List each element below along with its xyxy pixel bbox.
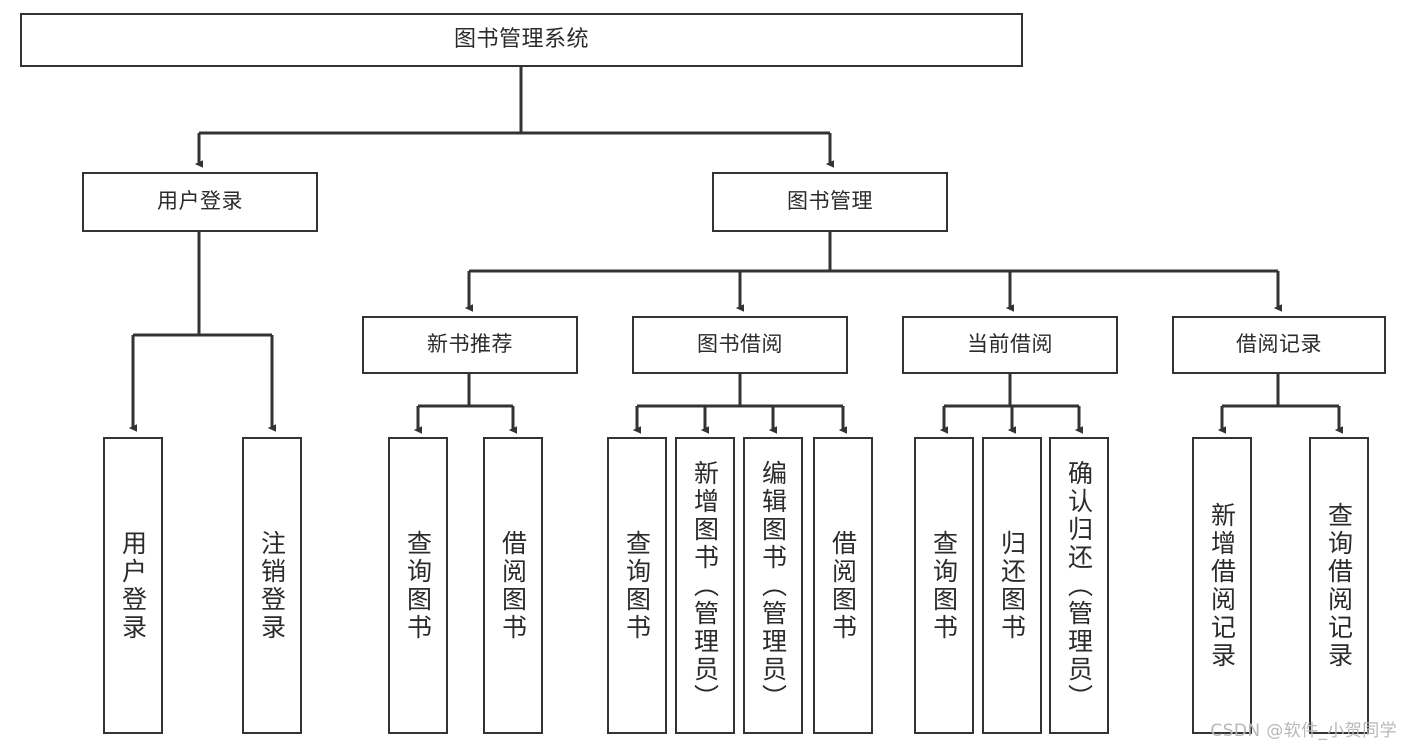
node-new-book-recommend[interactable]: 新书推荐 (362, 316, 578, 374)
node-user-login-label: 用户登录 (157, 189, 243, 214)
node-leaf-return-book[interactable]: 归还图书 (982, 437, 1042, 734)
node-leaf-borrow-book-2[interactable]: 借阅图书 (813, 437, 873, 734)
node-leaf-confirm-return-label: 确认归还（管理员） (1064, 459, 1094, 712)
node-leaf-add-record-label: 新增借阅记录 (1207, 501, 1237, 670)
node-current-borrow[interactable]: 当前借阅 (902, 316, 1118, 374)
node-root-system[interactable]: 图书管理系统 (20, 13, 1023, 67)
node-leaf-query-book-2-label: 查询图书 (622, 529, 652, 642)
node-book-manage-label: 图书管理 (787, 189, 873, 214)
node-leaf-query-record-label: 查询借阅记录 (1324, 501, 1354, 670)
node-leaf-user-login-label: 用户登录 (118, 529, 148, 642)
node-leaf-user-login[interactable]: 用户登录 (103, 437, 163, 734)
node-leaf-borrow-book-1[interactable]: 借阅图书 (483, 437, 543, 734)
node-leaf-query-book-1[interactable]: 查询图书 (388, 437, 448, 734)
node-root-system-label: 图书管理系统 (453, 26, 589, 52)
node-book-manage[interactable]: 图书管理 (712, 172, 948, 232)
node-current-borrow-label: 当前借阅 (967, 332, 1053, 357)
node-borrow-record-label: 借阅记录 (1236, 332, 1322, 357)
node-leaf-add-book-label: 新增图书（管理员） (690, 459, 720, 712)
node-leaf-add-book[interactable]: 新增图书（管理员） (675, 437, 735, 734)
node-leaf-query-book-3[interactable]: 查询图书 (914, 437, 974, 734)
node-leaf-query-book-3-label: 查询图书 (929, 529, 959, 642)
node-leaf-query-book-2[interactable]: 查询图书 (607, 437, 667, 734)
node-book-borrow-label: 图书借阅 (697, 332, 783, 357)
node-leaf-logout-login-label: 注销登录 (257, 529, 287, 642)
node-leaf-add-record[interactable]: 新增借阅记录 (1192, 437, 1252, 734)
node-user-login[interactable]: 用户登录 (82, 172, 318, 232)
node-leaf-edit-book[interactable]: 编辑图书（管理员） (743, 437, 803, 734)
node-leaf-return-book-label: 归还图书 (997, 529, 1027, 642)
node-leaf-edit-book-label: 编辑图书（管理员） (758, 459, 788, 712)
node-leaf-borrow-book-2-label: 借阅图书 (828, 529, 858, 642)
node-leaf-confirm-return[interactable]: 确认归还（管理员） (1049, 437, 1109, 734)
node-borrow-record[interactable]: 借阅记录 (1172, 316, 1386, 374)
node-leaf-borrow-book-1-label: 借阅图书 (498, 529, 528, 642)
node-leaf-query-record[interactable]: 查询借阅记录 (1309, 437, 1369, 734)
node-book-borrow[interactable]: 图书借阅 (632, 316, 848, 374)
node-leaf-logout-login[interactable]: 注销登录 (242, 437, 302, 734)
watermark-text: CSDN @软件_小贺同学 (1210, 721, 1397, 741)
node-leaf-query-book-1-label: 查询图书 (403, 529, 433, 642)
node-new-book-recommend-label: 新书推荐 (427, 332, 513, 357)
